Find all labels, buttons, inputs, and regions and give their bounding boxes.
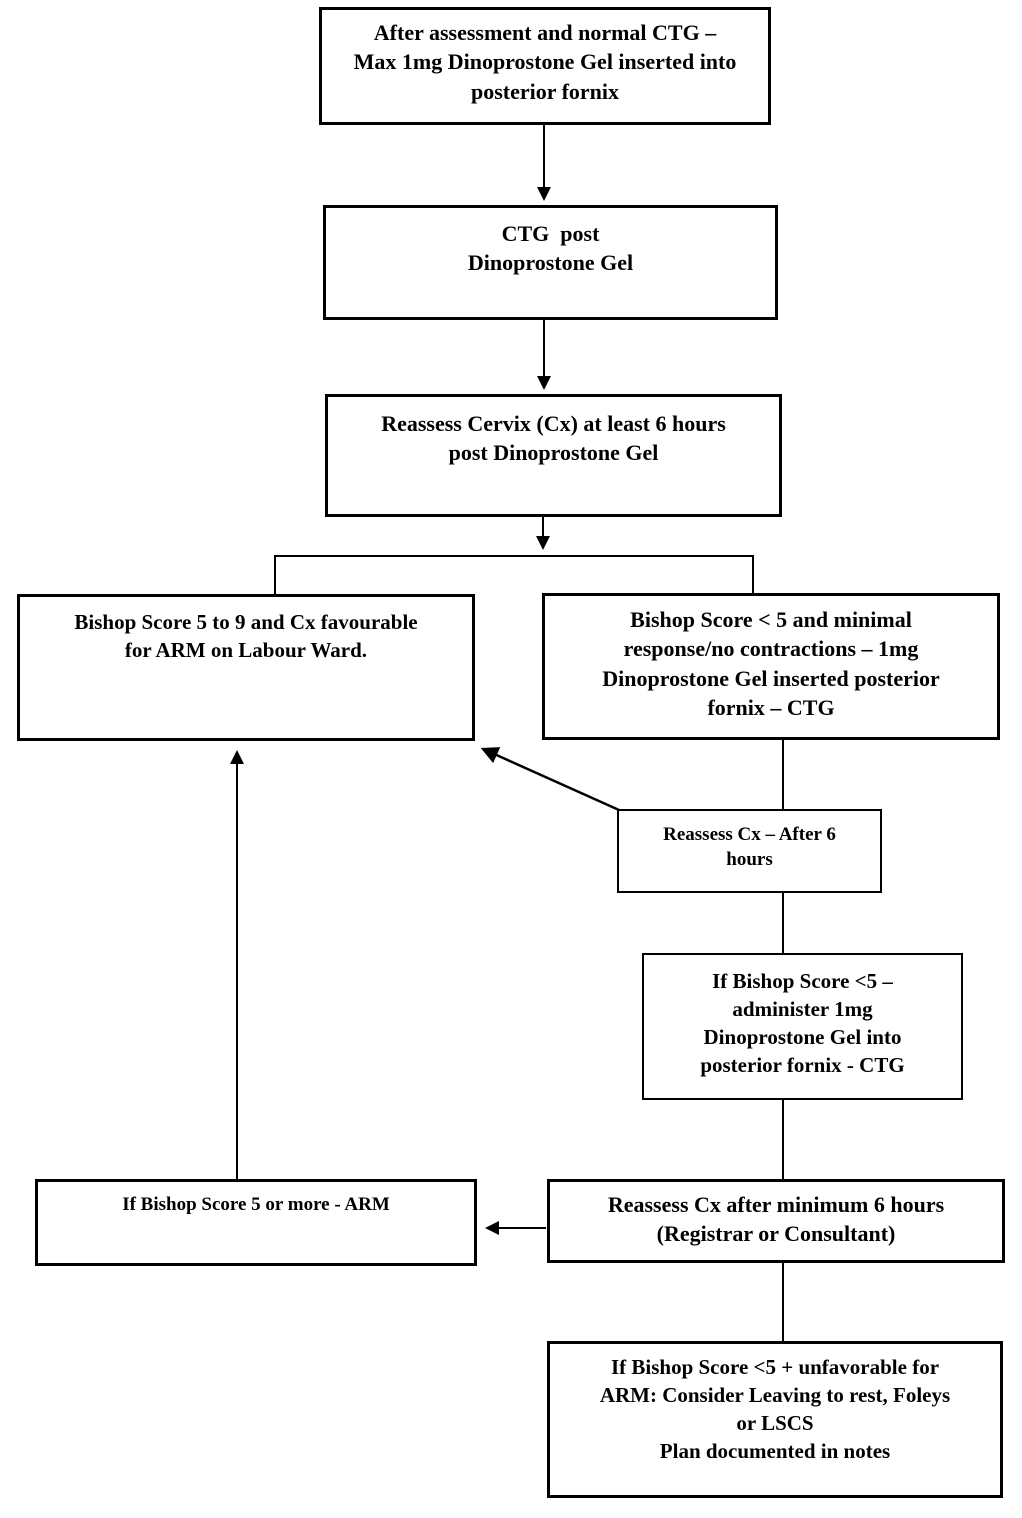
node-bishop-5-or-more-arm: If Bishop Score 5 or more - ARM <box>35 1179 477 1266</box>
node-bishop-lt5-unfavorable-text: If Bishop Score <5 + unfavorable for ARM… <box>599 1355 951 1463</box>
node-after-assessment-gel-text: After assessment and normal CTG – Max 1m… <box>353 20 737 104</box>
node-reassess-cervix-6h: Reassess Cervix (Cx) at least 6 hours po… <box>325 394 782 517</box>
node-bishop-5-9-favourable: Bishop Score 5 to 9 and Cx favourable fo… <box>17 594 475 741</box>
node-reassess-cx-min-6h-text: Reassess Cx after minimum 6 hours (Regis… <box>607 1192 945 1247</box>
node-reassess-cx-min-6h: Reassess Cx after minimum 6 hours (Regis… <box>547 1179 1005 1263</box>
node-bishop-lt5-repeat-gel-text: Bishop Score < 5 and minimal response/no… <box>602 607 940 720</box>
node-ctg-post-gel-text: CTG post Dinoprostone Gel <box>467 221 634 276</box>
node-bishop-lt5-unfavorable: If Bishop Score <5 + unfavorable for ARM… <box>547 1341 1003 1498</box>
branch-split-line <box>274 555 754 595</box>
node-reassess-cervix-6h-text: Reassess Cervix (Cx) at least 6 hours po… <box>381 411 726 466</box>
arrow-reassess6-to-favourable <box>480 747 620 812</box>
node-reassess-cx-after-6h: Reassess Cx – After 6 hours <box>617 809 882 893</box>
node-after-assessment-gel: After assessment and normal CTG – Max 1m… <box>319 7 771 125</box>
node-bishop-lt5-repeat-gel: Bishop Score < 5 and minimal response/no… <box>542 593 1000 740</box>
node-ctg-post-gel: CTG post Dinoprostone Gel <box>323 205 778 320</box>
node-reassess-cx-after-6h-text: Reassess Cx – After 6 hours <box>663 824 836 871</box>
node-administer-1mg-again-text: If Bishop Score <5 – administer 1mg Dino… <box>700 969 905 1077</box>
node-bishop-5-or-more-arm-text: If Bishop Score 5 or more - ARM <box>122 1194 390 1215</box>
node-bishop-5-9-favourable-text: Bishop Score 5 to 9 and Cx favourable fo… <box>74 610 418 662</box>
node-administer-1mg-again: If Bishop Score <5 – administer 1mg Dino… <box>642 953 963 1100</box>
